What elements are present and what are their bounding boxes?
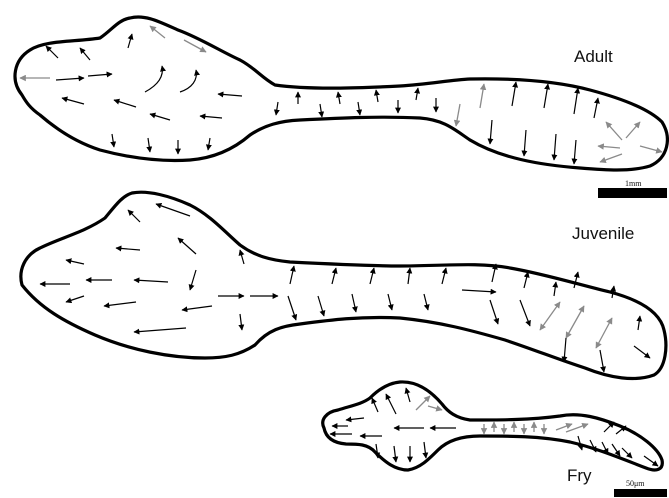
adult-outline xyxy=(15,17,667,170)
fry-scale-bar xyxy=(614,489,667,497)
adult-scale-bar-label: 1mm xyxy=(625,179,642,188)
fry-outline xyxy=(323,382,663,470)
juvenile-outline xyxy=(21,192,666,378)
juvenile-label: Juvenile xyxy=(572,224,634,243)
fry-scale-bar-label: 50μm xyxy=(626,479,645,488)
juvenile-panel: Juvenile xyxy=(21,192,666,378)
adult-panel: Adult 1mm xyxy=(15,17,667,198)
adult-scale-bar xyxy=(598,188,667,198)
adult-label: Adult xyxy=(574,47,613,66)
fry-label: Fry xyxy=(567,466,592,485)
fry-panel: Fry 50μm xyxy=(323,382,667,497)
